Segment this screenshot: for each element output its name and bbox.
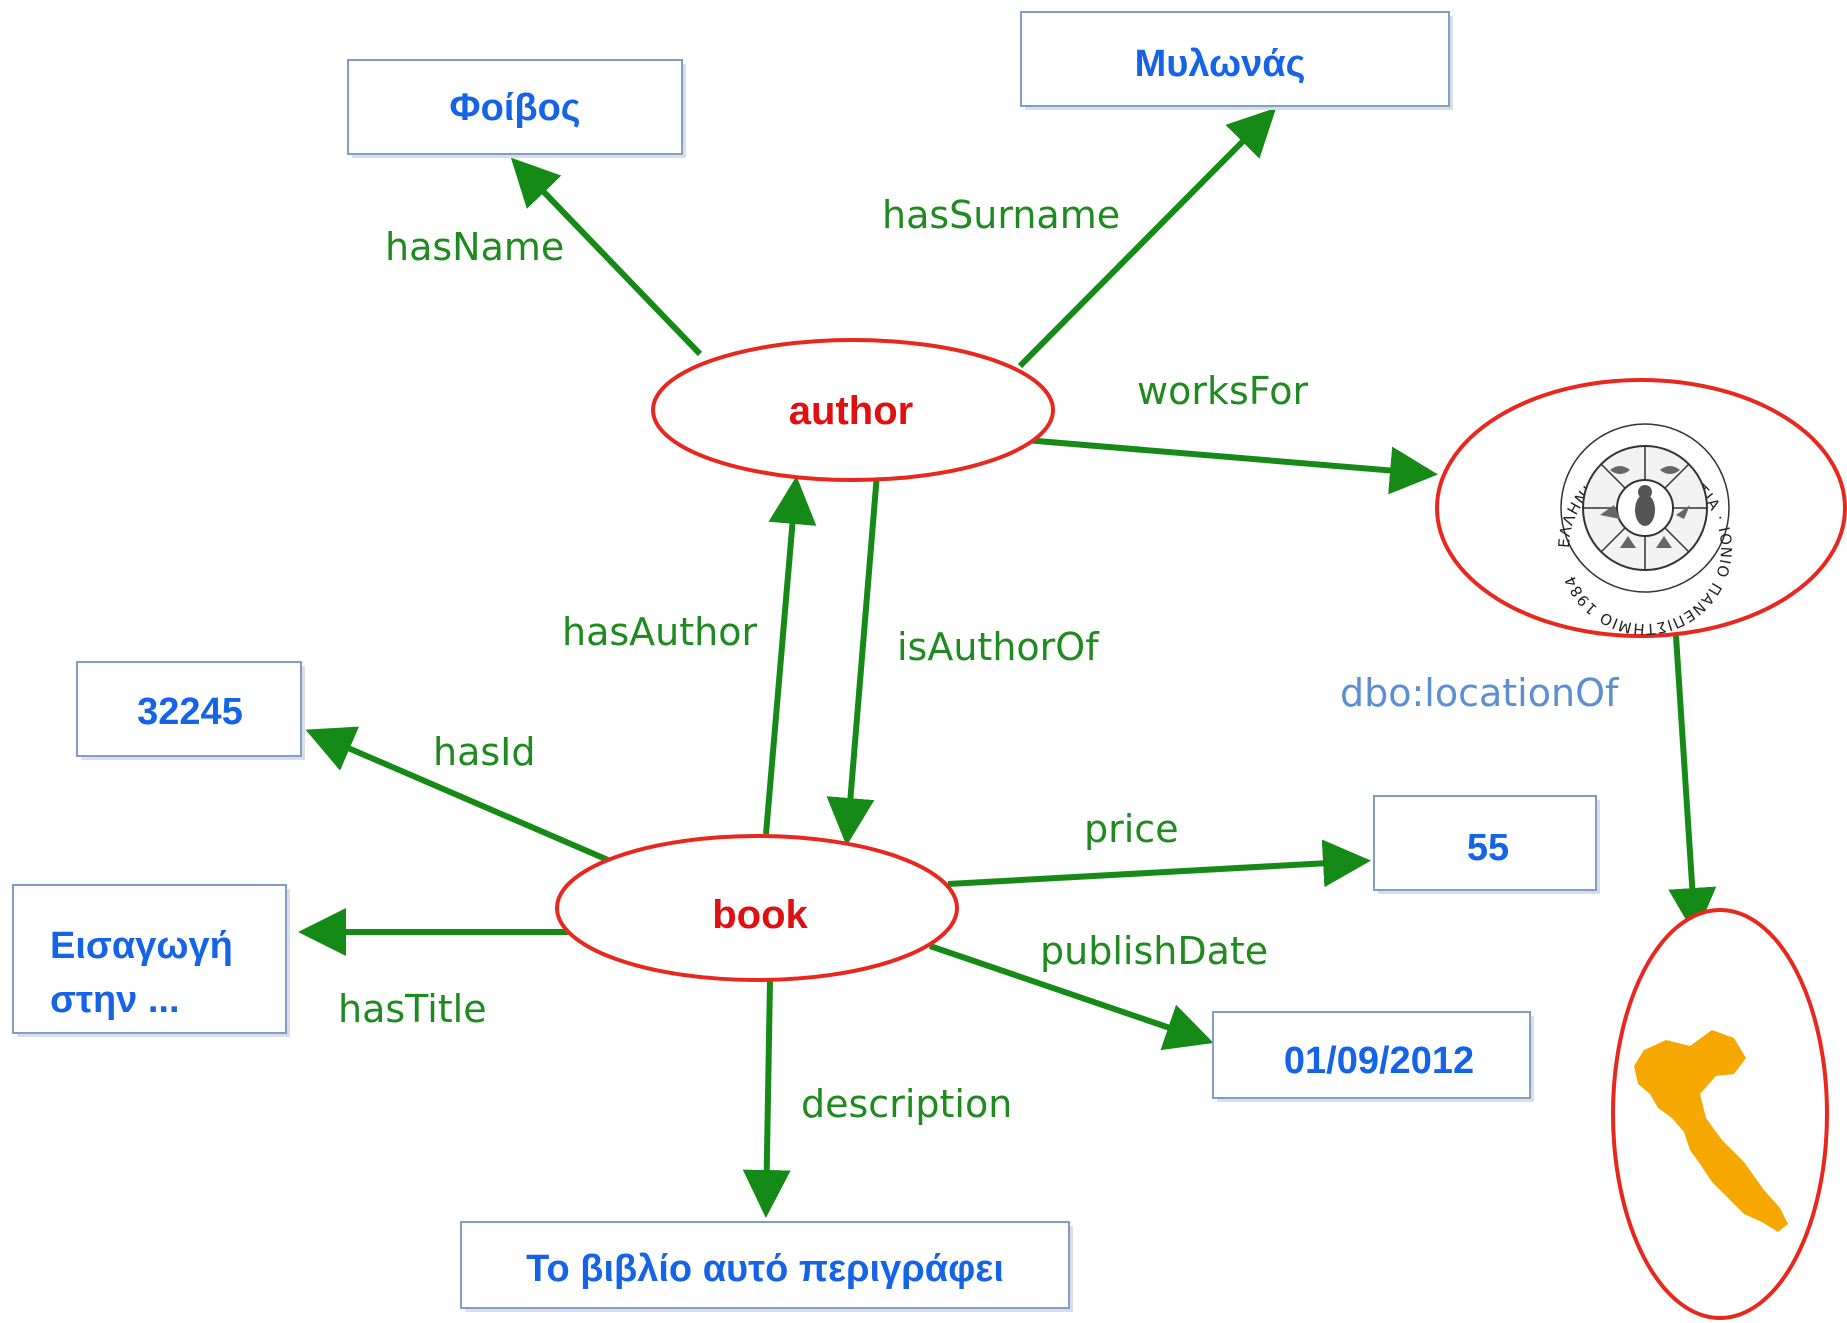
edge-description [742,979,791,1218]
label-has-id: hasId [433,730,536,774]
edge-price [947,839,1371,888]
label-location-of: dbo:locationOf [1340,671,1620,715]
edge-labels: hasName hasSurname worksFor hasAuthor is… [338,193,1620,1126]
corfu-island-map-icon [1634,1030,1788,1232]
literal-id: 32245 [76,661,305,760]
svg-text:στην ...: στην ... [50,979,180,1021]
literal-title: Εισαγωγή στην ... [12,884,290,1037]
resource-location [1611,908,1829,1320]
resource-book: book [555,834,959,982]
edge-has-author [763,476,817,835]
label-has-title: hasTitle [338,987,487,1031]
literal-description: Το βιβλίο αυτό περιγράφει [460,1221,1073,1312]
resource-author: author [651,338,1055,482]
edge-has-id [305,726,610,863]
label-has-name: hasName [385,225,564,269]
edge-location-of [1668,635,1717,936]
svg-text:author: author [789,389,913,433]
svg-text:55: 55 [1467,827,1509,869]
svg-text:Εισαγωγή: Εισαγωγή [50,925,233,967]
literal-name: Φοίβος [347,59,686,158]
edges [298,107,1717,1218]
label-description: description [801,1082,1012,1126]
label-is-author-of: isAuthorOf [897,625,1100,669]
label-has-surname: hasSurname [882,193,1120,237]
literal-price: 55 [1373,795,1600,894]
edge-works-for [1024,437,1438,495]
svg-text:01/09/2012: 01/09/2012 [1284,1040,1474,1082]
edge-is-author-of [826,473,880,846]
literal-publish-date: 01/09/2012 [1212,1011,1534,1102]
edge-publish-date [929,943,1214,1051]
svg-text:32245: 32245 [137,691,243,733]
edge-has-surname [1017,107,1277,369]
label-publish-date: publishDate [1040,929,1268,973]
label-price: price [1084,807,1179,851]
label-works-for: worksFor [1137,369,1309,413]
svg-text:Φοίβος: Φοίβος [449,87,580,129]
svg-text:Το βιβλίο αυτό περιγράφει: Το βιβλίο αυτό περιγράφει [526,1248,1004,1290]
resource-university: ΕΛΛΗΝΙΚΗ ΔΗΜΟΚΡΑΤΙΑ · ΙΟΝΙΟ ΠΑΝΕΠΙΣΤΗΜΙΟ… [1435,378,1847,638]
svg-text:book: book [712,893,808,937]
label-has-author: hasAuthor [562,610,757,654]
svg-text:Μυλωνάς: Μυλωνάς [1135,43,1306,85]
literal-surname: Μυλωνάς [1020,11,1453,110]
edge-has-name [510,157,703,357]
